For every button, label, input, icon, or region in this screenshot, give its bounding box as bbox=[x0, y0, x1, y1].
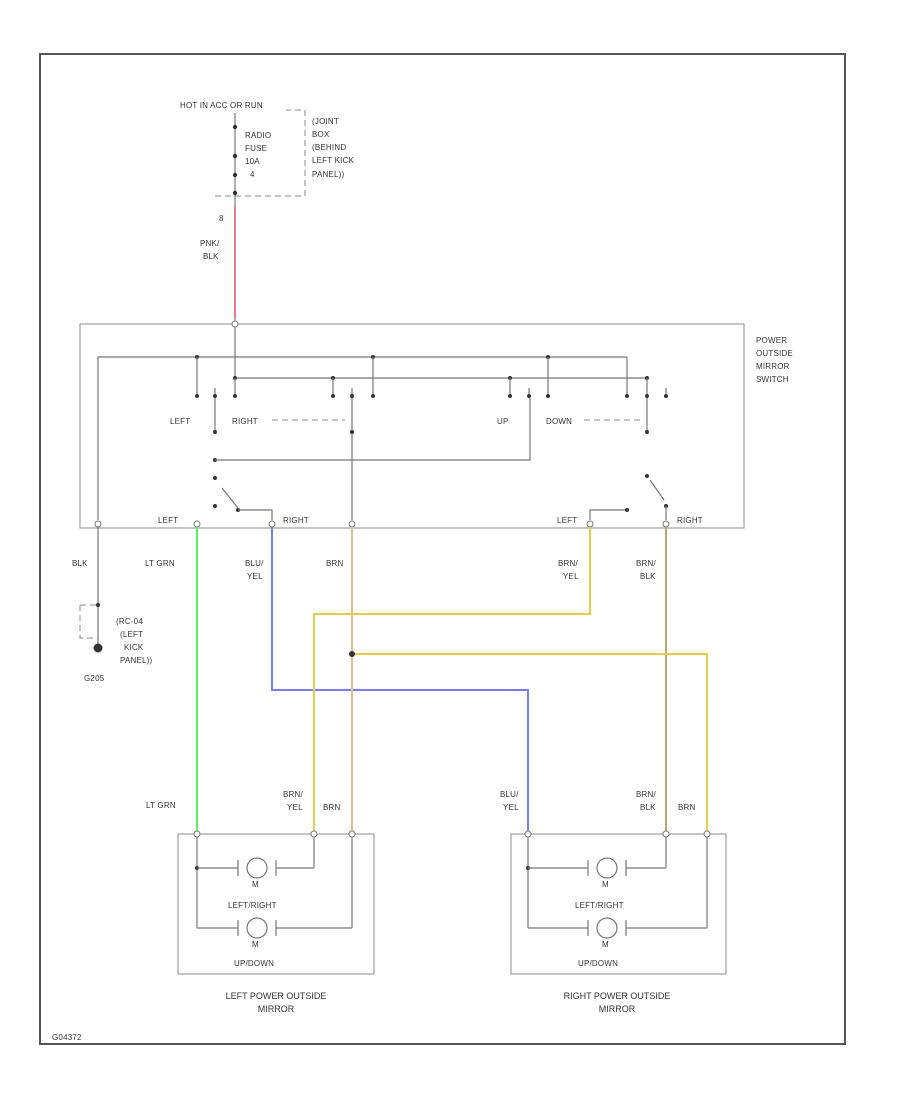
ground-note-2: (LEFT bbox=[120, 630, 143, 639]
wire-brn-right bbox=[352, 653, 708, 833]
ground-note-1: (RC-04 bbox=[116, 617, 143, 626]
panel-label-1: (JOINT bbox=[312, 117, 339, 126]
power-source: HOT IN ACC OR RUN RADIO FUSE 10A 4 (JOIN… bbox=[180, 101, 355, 322]
wire-blu-yel bbox=[271, 527, 529, 833]
left-mirror-motor-2-icon bbox=[246, 917, 268, 939]
ground-g205: (RC-04 (LEFT KICK PANEL)) G205 bbox=[79, 603, 153, 683]
switch-title-1: POWER bbox=[756, 336, 787, 345]
left-mirror-motor-1-icon bbox=[246, 857, 268, 879]
power-wire-label-2: BLK bbox=[203, 252, 219, 261]
wire-label-brnblk-top-1: BRN/ bbox=[636, 559, 656, 568]
panel-label-3: (BEHIND bbox=[312, 143, 346, 152]
left-mirror-leftright-label: LEFT/RIGHT bbox=[228, 901, 277, 910]
splice-brn bbox=[349, 651, 355, 657]
mirror-switch-box bbox=[79, 323, 745, 529]
wire-label-bluyel-bottom-2: YEL bbox=[503, 803, 519, 812]
wire-label-bluyel-top-1: BLU/ bbox=[245, 559, 264, 568]
switch-title-2: OUTSIDE bbox=[756, 349, 793, 358]
diagram-frame bbox=[39, 53, 846, 1045]
fuse-label-2: FUSE bbox=[245, 144, 267, 153]
ground-id: G205 bbox=[84, 674, 105, 683]
panel-label-5: PANEL)) bbox=[312, 170, 345, 179]
switch-term-right-2: RIGHT bbox=[677, 516, 703, 525]
switch-internals: LEFT RIGHT UP DOWN LEFT RIGHT L bbox=[94, 320, 703, 528]
right-mirror-motor-1-icon bbox=[596, 857, 618, 879]
wire-label-brnblk-bottom-1: BRN/ bbox=[636, 790, 656, 799]
right-mirror-caption-1: RIGHT POWER OUTSIDE bbox=[564, 991, 671, 1001]
switch-term-right-1: RIGHT bbox=[283, 516, 309, 525]
left-mirror-caption-2: MIRROR bbox=[258, 1004, 295, 1014]
wire-label-ltgrn-top: LT GRN bbox=[145, 559, 175, 568]
power-wire-label-1: PNK/ bbox=[200, 239, 220, 248]
switch-down-label: DOWN bbox=[546, 417, 572, 426]
switch-term-left-2: LEFT bbox=[557, 516, 577, 525]
left-mirror-box bbox=[177, 833, 375, 975]
right-mirror-motor-2-icon bbox=[596, 917, 618, 939]
wire-brn-yel bbox=[313, 527, 591, 833]
right-mirror-updown-label: UP/DOWN bbox=[578, 959, 618, 968]
wire-label-bluyel-bottom-1: BLU/ bbox=[500, 790, 519, 799]
left-mirror-motor-2-label: M bbox=[252, 940, 259, 949]
ground-note-4: PANEL)) bbox=[120, 656, 153, 665]
panel-label-2: BOX bbox=[312, 130, 330, 139]
fuse-label-3: 10A bbox=[245, 157, 260, 166]
left-mirror: M LEFT/RIGHT M UP/DOWN LEFT POWER OUTSID… bbox=[177, 830, 375, 1014]
ground-note-3: KICK bbox=[124, 643, 144, 652]
right-mirror-box bbox=[510, 833, 727, 975]
mirror-switch-title: POWER OUTSIDE MIRROR SWITCH bbox=[756, 336, 793, 384]
wire-label-brnyel-bottom-2: YEL bbox=[287, 803, 303, 812]
wire-label-brnyel-bottom-1: BRN/ bbox=[283, 790, 303, 799]
left-mirror-caption-1: LEFT POWER OUTSIDE bbox=[226, 991, 327, 1001]
switch-left-label: LEFT bbox=[170, 417, 190, 426]
power-source-label: HOT IN ACC OR RUN bbox=[180, 101, 263, 110]
power-pin-label: 8 bbox=[219, 214, 224, 223]
switch-title-4: SWITCH bbox=[756, 375, 789, 384]
fuse-label-1: RADIO bbox=[245, 131, 271, 140]
right-mirror-motor-1-label: M bbox=[602, 880, 609, 889]
right-mirror-caption-2: MIRROR bbox=[599, 1004, 636, 1014]
wire-label-brn-bottom-1: BRN bbox=[323, 803, 341, 812]
left-mirror-motor-1-label: M bbox=[252, 880, 259, 889]
right-mirror-leftright-label: LEFT/RIGHT bbox=[575, 901, 624, 910]
right-mirror-motor-2-label: M bbox=[602, 940, 609, 949]
left-mirror-updown-label: UP/DOWN bbox=[234, 959, 274, 968]
wire-label-brnblk-top-2: BLK bbox=[640, 572, 656, 581]
wire-label-brnyel-top-1: BRN/ bbox=[558, 559, 578, 568]
ground-symbol bbox=[93, 643, 103, 653]
wire-label-brnblk-bottom-2: BLK bbox=[640, 803, 656, 812]
right-mirror: M LEFT/RIGHT M UP/DOWN RIGHT POWER OUTSI… bbox=[510, 830, 727, 1014]
panel-label-4: LEFT KICK bbox=[312, 156, 355, 165]
wire-label-brnyel-top-2: YEL bbox=[563, 572, 579, 581]
wire-label-blk: BLK bbox=[72, 559, 88, 568]
switch-right-label: RIGHT bbox=[232, 417, 258, 426]
switch-title-3: MIRROR bbox=[756, 362, 790, 371]
switch-up-label: UP bbox=[497, 417, 509, 426]
wire-label-brn-bottom-2: BRN bbox=[678, 803, 696, 812]
switch-term-left-1: LEFT bbox=[158, 516, 178, 525]
wire-label-brn-top: BRN bbox=[326, 559, 344, 568]
figure-id: G04372 bbox=[52, 1033, 82, 1042]
fuse-label-4: 4 bbox=[250, 170, 255, 179]
wire-label-bluyel-top-2: YEL bbox=[247, 572, 263, 581]
wire-label-ltgrn-bottom: LT GRN bbox=[146, 801, 176, 810]
